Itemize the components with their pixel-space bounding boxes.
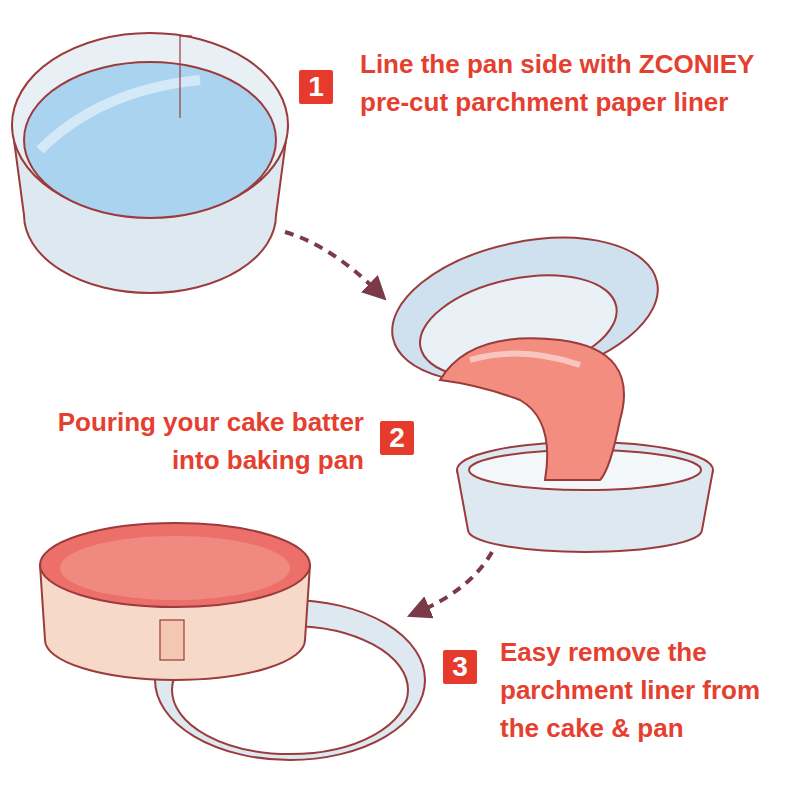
step-instruction: Line the pan side with ZCONIEY pre-cut p… <box>360 45 770 121</box>
callout-number: 3 <box>452 653 468 681</box>
step-badge: 1 <box>299 70 333 104</box>
flow-arrow <box>418 552 492 612</box>
flow-arrow <box>285 232 378 292</box>
step-badge: 2 <box>380 421 414 455</box>
removed-cake <box>40 523 425 760</box>
callout-number: 2 <box>389 424 405 452</box>
step-badge: 3 <box>443 650 477 684</box>
step-instruction: Pouring your cake batter into baking pan <box>19 403 364 479</box>
callout-number: 1 <box>308 73 324 101</box>
step-instruction: Easy remove the parchment liner from the… <box>500 633 795 747</box>
lined-pan <box>12 33 288 293</box>
pouring-pan <box>379 215 713 552</box>
